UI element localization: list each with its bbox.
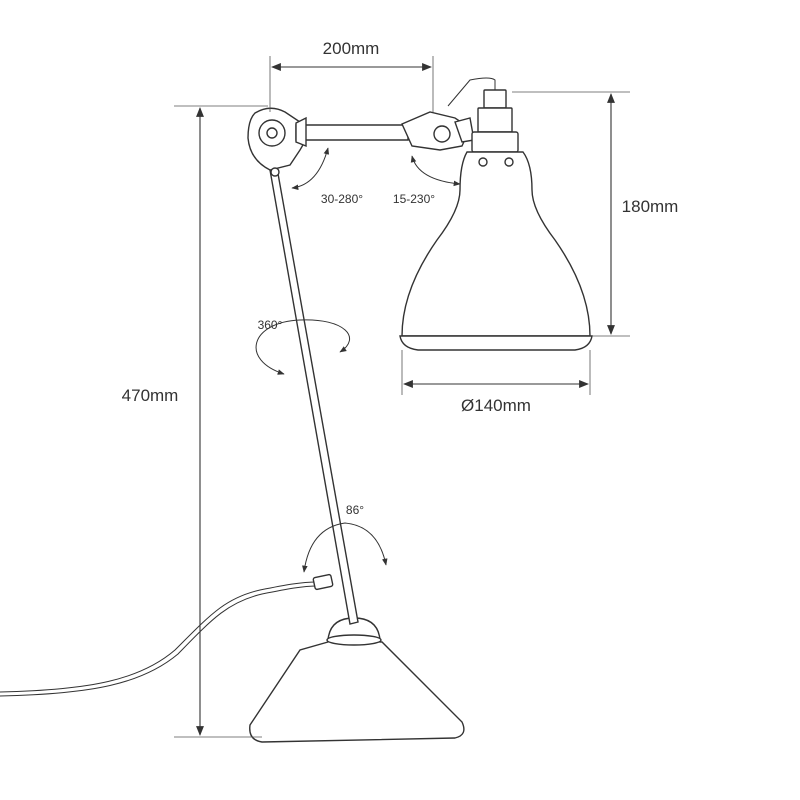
main-rod [269,167,359,625]
dimension-lines [174,56,630,738]
lamp-shade [401,151,591,337]
lamp-base [249,639,465,743]
labels: 200mm 180mm Ø140mm 470mm 30-280° 15-230°… [122,39,679,517]
total-height-label: 470mm [122,386,179,405]
shoulder-angle-arrow [291,147,330,191]
arm-length-label: 200mm [323,39,380,58]
shade-height-label: 180mm [622,197,679,216]
base-angle-label: 86° [346,503,364,517]
cable-clip [312,573,334,591]
shade-diameter-label: Ø140mm [461,396,531,415]
shade-rim [399,335,593,351]
shade-angle-arrow [410,155,461,187]
shoulder-angle-label: 30-280° [321,192,363,206]
angle-arrows [255,147,461,573]
horizontal-arm [295,124,409,141]
lamp-illustration [0,77,593,743]
socket-cap [483,89,507,109]
power-cable [0,581,319,693]
base-angle-arrow [302,522,388,573]
shade-angle-label: 15-230° [393,192,435,206]
rotation-arrow [255,319,351,375]
rotation-angle-label: 360° [258,318,283,332]
